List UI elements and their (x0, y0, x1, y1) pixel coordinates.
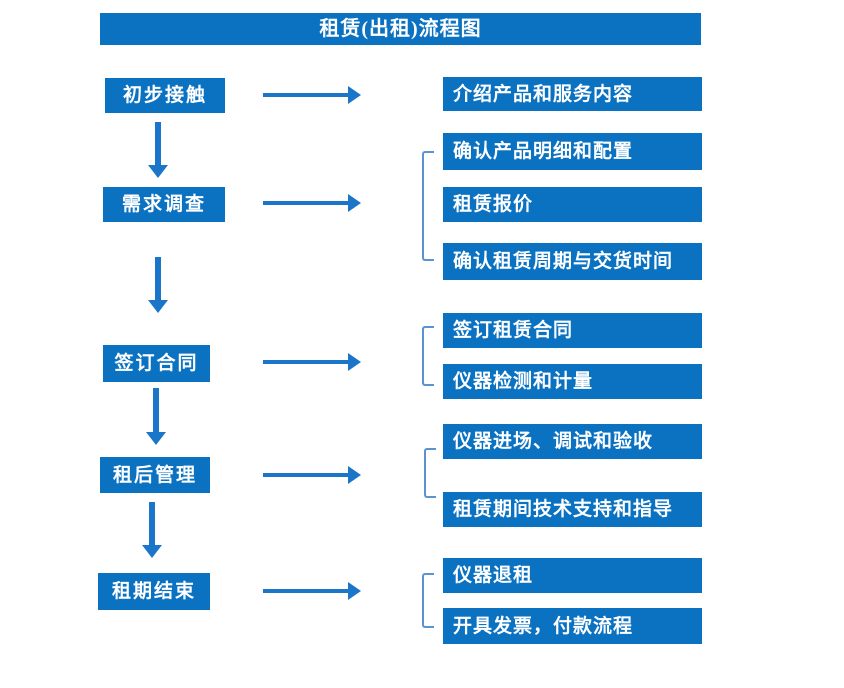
down-arrow-icon-2 (148, 257, 168, 313)
detail-box-instrument-setup-acceptance: 仪器进场、调试和验收 (443, 424, 702, 459)
step-box-demand-survey: 需求调查 (103, 187, 225, 222)
step-box-post-rental-management: 租后管理 (100, 457, 210, 493)
detail-box-invoice-payment: 开具发票，付款流程 (443, 608, 702, 644)
detail-box-technical-support: 租赁期间技术支持和指导 (443, 492, 702, 527)
step-box-rental-end: 租期结束 (98, 573, 210, 610)
down-arrow-icon-4 (142, 502, 162, 558)
bracket-group-sign-contract (422, 326, 434, 386)
detail-box-instrument-return: 仪器退租 (443, 558, 702, 593)
right-arrow-icon-1 (263, 86, 361, 104)
right-arrow-icon-4 (263, 466, 361, 484)
right-arrow-icon-3 (263, 353, 361, 371)
step-box-initial-contact: 初步接触 (105, 78, 225, 113)
detail-box-instrument-testing-calibration: 仪器检测和计量 (443, 364, 702, 399)
down-arrow-icon-1 (148, 122, 168, 178)
detail-box-confirm-period-delivery: 确认租赁周期与交货时间 (443, 243, 702, 280)
detail-box-sign-rental-contract: 签订租赁合同 (443, 313, 702, 348)
step-box-sign-contract: 签订合同 (103, 345, 210, 382)
flowchart-title: 租赁(出租)流程图 (100, 13, 701, 45)
right-arrow-icon-5 (263, 582, 361, 600)
right-arrow-icon-2 (263, 194, 361, 212)
bracket-group-post-rental (424, 448, 436, 498)
detail-box-confirm-product-details: 确认产品明细和配置 (443, 133, 702, 170)
detail-box-rental-quotation: 租赁报价 (443, 187, 702, 222)
bracket-group-demand-survey (422, 151, 434, 261)
bracket-group-rental-end (422, 573, 434, 628)
detail-box-introduce-products-services: 介绍产品和服务内容 (443, 77, 702, 111)
down-arrow-icon-3 (146, 388, 166, 445)
